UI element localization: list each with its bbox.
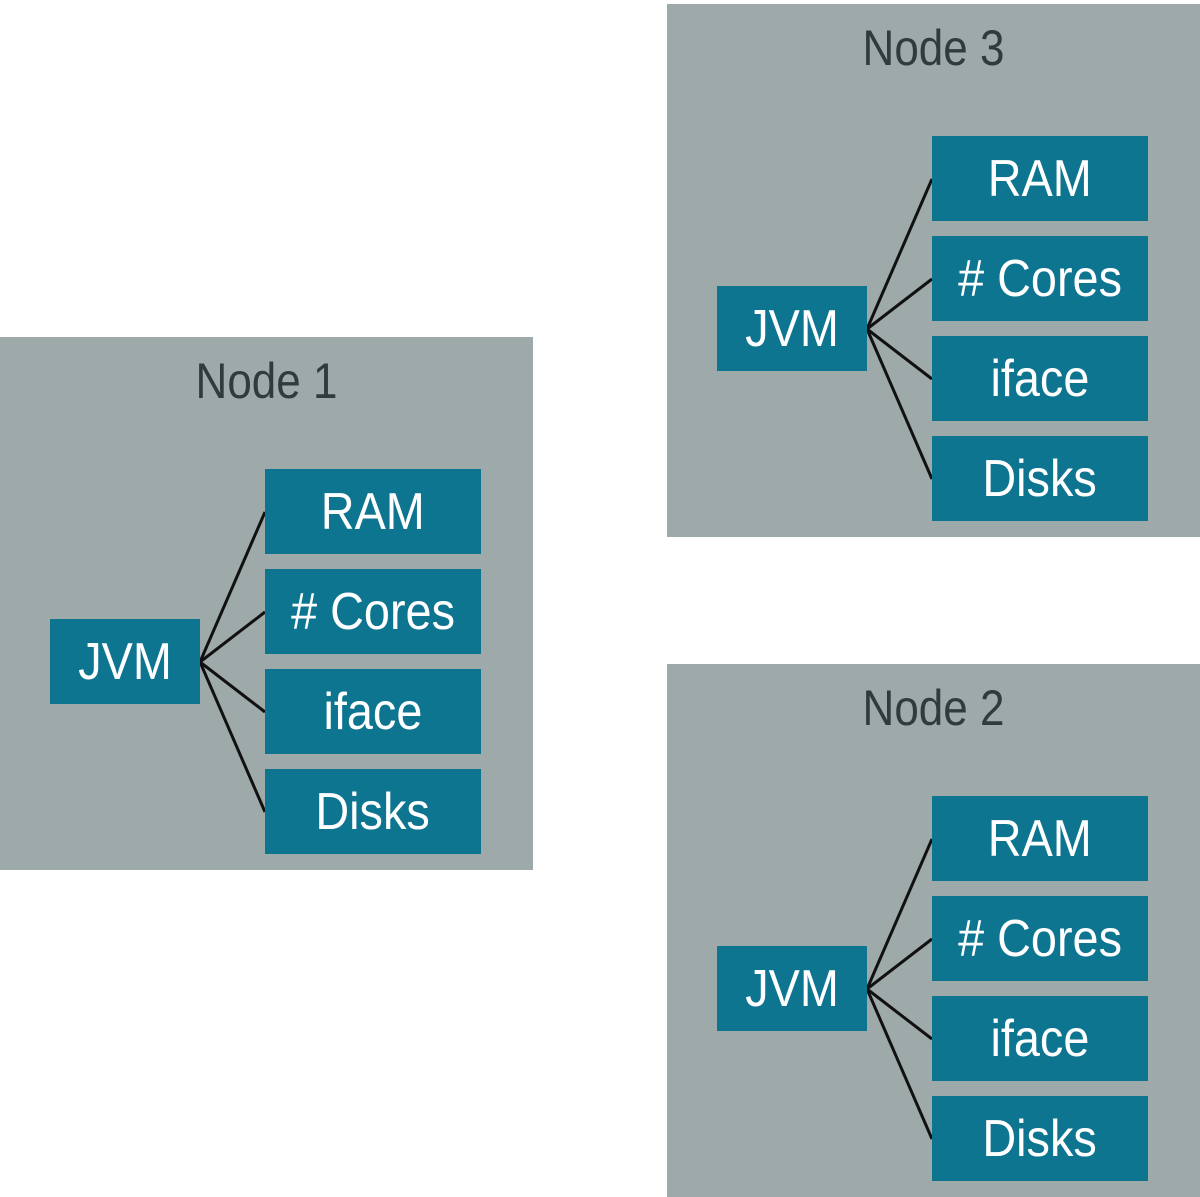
ram-label: RAM bbox=[320, 482, 426, 541]
connector-jvm-cores bbox=[866, 937, 933, 991]
disks-label: Disks bbox=[982, 449, 1098, 508]
connector-jvm-cores bbox=[866, 277, 933, 331]
jvm-label: JVM bbox=[745, 959, 839, 1018]
node-2-connectors bbox=[865, 838, 934, 1140]
node-3-iface-box: iface bbox=[932, 336, 1148, 421]
node-2-disks-box: Disks bbox=[932, 1096, 1148, 1181]
node-2-title: Node 2 bbox=[862, 680, 1005, 736]
connector-jvm-disks bbox=[198, 661, 267, 813]
connector-jvm-cores bbox=[199, 610, 266, 664]
connector-jvm-iface bbox=[866, 327, 933, 381]
connector-jvm-disks bbox=[865, 988, 934, 1140]
node-2-ram-box: RAM bbox=[932, 796, 1148, 881]
node-3-disks-box: Disks bbox=[932, 436, 1148, 521]
node-1-ram-box: RAM bbox=[265, 469, 481, 554]
ram-label: RAM bbox=[987, 809, 1093, 868]
node-3-connectors bbox=[865, 178, 934, 480]
iface-label: iface bbox=[990, 349, 1090, 408]
connector-jvm-disks bbox=[865, 328, 934, 480]
iface-label: iface bbox=[990, 1009, 1090, 1068]
jvm-label: JVM bbox=[78, 632, 172, 691]
connector-jvm-iface bbox=[199, 660, 266, 714]
connector-jvm-iface bbox=[866, 987, 933, 1041]
cores-label: # Cores bbox=[958, 249, 1122, 308]
disks-label: Disks bbox=[315, 782, 431, 841]
connector-jvm-ram bbox=[865, 178, 934, 330]
iface-label: iface bbox=[323, 682, 423, 741]
node-1-connectors bbox=[198, 511, 267, 813]
node-1-jvm-box: JVM bbox=[50, 619, 200, 704]
node-1-cores-box: # Cores bbox=[265, 569, 481, 654]
node-3-ram-box: RAM bbox=[932, 136, 1148, 221]
node-1-disks-box: Disks bbox=[265, 769, 481, 854]
node-3-jvm-box: JVM bbox=[717, 286, 867, 371]
node-2-iface-box: iface bbox=[932, 996, 1148, 1081]
node-2-cores-box: # Cores bbox=[932, 896, 1148, 981]
node-3-container: Node 3 JVM RAM # Cores iface Disks bbox=[667, 4, 1200, 537]
node-3-cores-box: # Cores bbox=[932, 236, 1148, 321]
node-1-container: Node 1 JVM RAM # Cores iface Disks bbox=[0, 337, 533, 870]
connector-jvm-ram bbox=[198, 511, 267, 663]
cores-label: # Cores bbox=[958, 909, 1122, 968]
cores-label: # Cores bbox=[291, 582, 455, 641]
node-2-container: Node 2 JVM RAM # Cores iface Disks bbox=[667, 664, 1200, 1197]
jvm-label: JVM bbox=[745, 299, 839, 358]
node-3-title: Node 3 bbox=[862, 20, 1005, 76]
disks-label: Disks bbox=[982, 1109, 1098, 1168]
node-1-title: Node 1 bbox=[195, 353, 338, 409]
ram-label: RAM bbox=[987, 149, 1093, 208]
node-1-iface-box: iface bbox=[265, 669, 481, 754]
connector-jvm-ram bbox=[865, 838, 934, 990]
node-2-jvm-box: JVM bbox=[717, 946, 867, 1031]
